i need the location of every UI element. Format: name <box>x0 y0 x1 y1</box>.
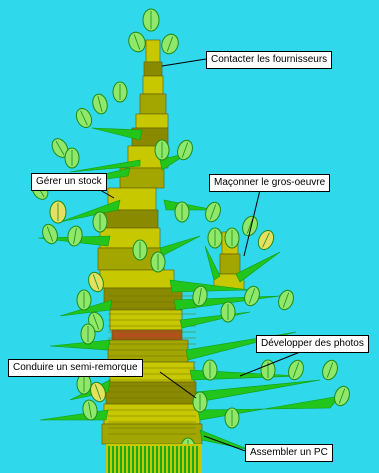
base-stripe <box>144 446 146 473</box>
base-stripe <box>124 446 126 473</box>
trunk-segment <box>104 210 158 228</box>
callout-contacter-fournisseurs: Contacter les fournisseurs <box>206 51 332 69</box>
base-stripe <box>116 446 118 473</box>
base-stripe <box>184 446 186 473</box>
trunk-base <box>106 444 202 473</box>
trunk-segment <box>104 404 200 424</box>
base-stripe <box>112 446 114 473</box>
base-stripe <box>180 446 182 473</box>
callout-maconner-gros-oeuvre: Maçonner le gros-oeuvre <box>209 174 330 192</box>
callout-label: Développer des photos <box>261 338 364 349</box>
side-trunk-segment <box>220 254 240 274</box>
trunk-segment <box>136 114 168 128</box>
trunk-segment <box>143 76 163 94</box>
callout-label: Maçonner le gros-oeuvre <box>214 177 325 188</box>
base-stripe <box>148 446 150 473</box>
base-stripe <box>176 446 178 473</box>
base-stripe <box>192 446 194 473</box>
callout-gerer-stock: Gérer un stock <box>31 173 107 191</box>
trunk-segment <box>100 270 174 288</box>
base-stripe <box>164 446 166 473</box>
callout-label: Contacter les fournisseurs <box>211 54 327 65</box>
base-stripe <box>152 446 154 473</box>
base-stripe <box>160 446 162 473</box>
trunk-segment <box>106 382 196 404</box>
trunk-segment <box>104 288 182 310</box>
base-stripe <box>108 446 110 473</box>
base-stripe <box>196 446 198 473</box>
base-stripe <box>140 446 142 473</box>
trunk-segment <box>144 62 162 76</box>
base-stripe <box>132 446 134 473</box>
base-stripe <box>168 446 170 473</box>
base-stripe <box>156 446 158 473</box>
callout-label: Conduire un semi-remorque <box>13 362 138 373</box>
base-stripe <box>120 446 122 473</box>
callout-label: Gérer un stock <box>36 176 102 187</box>
trunk-segment <box>140 94 166 114</box>
callout-conduire-semi-remorque: Conduire un semi-remorque <box>8 359 143 377</box>
base-stripe <box>128 446 130 473</box>
trunk-segment <box>112 330 182 340</box>
trunk-segment <box>146 40 160 62</box>
base-stripe <box>136 446 138 473</box>
callout-label: Assembler un PC <box>250 447 328 458</box>
base-stripe <box>188 446 190 473</box>
base-stripe <box>172 446 174 473</box>
callout-developper-photos: Développer des photos <box>256 335 369 353</box>
callout-assembler-pc: Assembler un PC <box>245 444 333 462</box>
